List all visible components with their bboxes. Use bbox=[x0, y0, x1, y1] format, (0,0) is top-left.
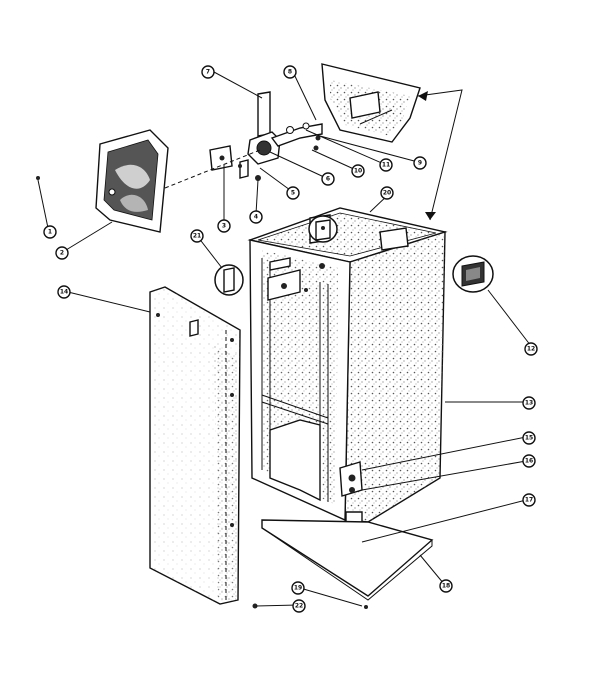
base-pan bbox=[261, 519, 434, 609]
leader-lines bbox=[37, 71, 532, 607]
callout-label-7: 7 bbox=[206, 69, 210, 76]
callout-label-14: 14 bbox=[60, 289, 68, 296]
detail-inset-21 bbox=[214, 264, 244, 296]
callout-label-5: 5 bbox=[291, 190, 295, 197]
callout-label-17: 17 bbox=[525, 497, 533, 504]
callout-3: 3 bbox=[217, 219, 231, 233]
callout-16: 16 bbox=[522, 454, 536, 468]
callout-11: 11 bbox=[379, 158, 393, 172]
callout-label-8: 8 bbox=[288, 69, 292, 76]
callout-label-21: 21 bbox=[193, 233, 201, 240]
callout-label-6: 6 bbox=[326, 176, 330, 183]
front-door-panel bbox=[149, 286, 258, 609]
callout-label-13: 13 bbox=[525, 400, 533, 407]
callout-label-18: 18 bbox=[442, 583, 450, 590]
callout-10: 10 bbox=[351, 164, 365, 178]
callout-8: 8 bbox=[283, 65, 297, 79]
callout-21: 21 bbox=[190, 229, 204, 243]
callout-label-1: 1 bbox=[48, 229, 52, 236]
callout-label-16: 16 bbox=[525, 458, 533, 465]
callout-label-19: 19 bbox=[294, 585, 302, 592]
callout-label-9: 9 bbox=[418, 160, 422, 167]
exhaust-hood bbox=[321, 63, 421, 143]
callout-label-3: 3 bbox=[222, 223, 226, 230]
callout-7: 7 bbox=[201, 65, 215, 79]
callout-label-11: 11 bbox=[382, 162, 390, 169]
callout-18: 18 bbox=[439, 579, 453, 593]
callout-20: 20 bbox=[380, 186, 394, 200]
callout-9: 9 bbox=[413, 156, 427, 170]
callout-label-2: 2 bbox=[60, 250, 64, 257]
callout-14: 14 bbox=[57, 285, 71, 299]
callout-label-4: 4 bbox=[254, 214, 258, 221]
callout-22: 22 bbox=[292, 599, 306, 613]
callout-label-20: 20 bbox=[383, 190, 391, 197]
callout-12: 12 bbox=[524, 342, 538, 356]
callout-label-22: 22 bbox=[295, 603, 303, 610]
callout-6: 6 bbox=[321, 172, 335, 186]
callout-2: 2 bbox=[55, 246, 69, 260]
callout-17: 17 bbox=[522, 493, 536, 507]
callout-1: 1 bbox=[43, 225, 57, 239]
access-cover bbox=[95, 129, 169, 233]
callout-label-15: 15 bbox=[525, 435, 533, 442]
cabinet bbox=[247, 207, 448, 557]
gas-valve-assembly bbox=[36, 91, 323, 181]
callout-5: 5 bbox=[286, 186, 300, 200]
callout-label-12: 12 bbox=[527, 346, 535, 353]
callout-label-10: 10 bbox=[354, 168, 362, 175]
callout-19: 19 bbox=[291, 581, 305, 595]
callout-4: 4 bbox=[249, 210, 263, 224]
callout-13: 13 bbox=[522, 396, 536, 410]
detail-inset-20 bbox=[308, 215, 338, 243]
callout-15: 15 bbox=[522, 431, 536, 445]
detail-inset-13 bbox=[452, 255, 494, 293]
